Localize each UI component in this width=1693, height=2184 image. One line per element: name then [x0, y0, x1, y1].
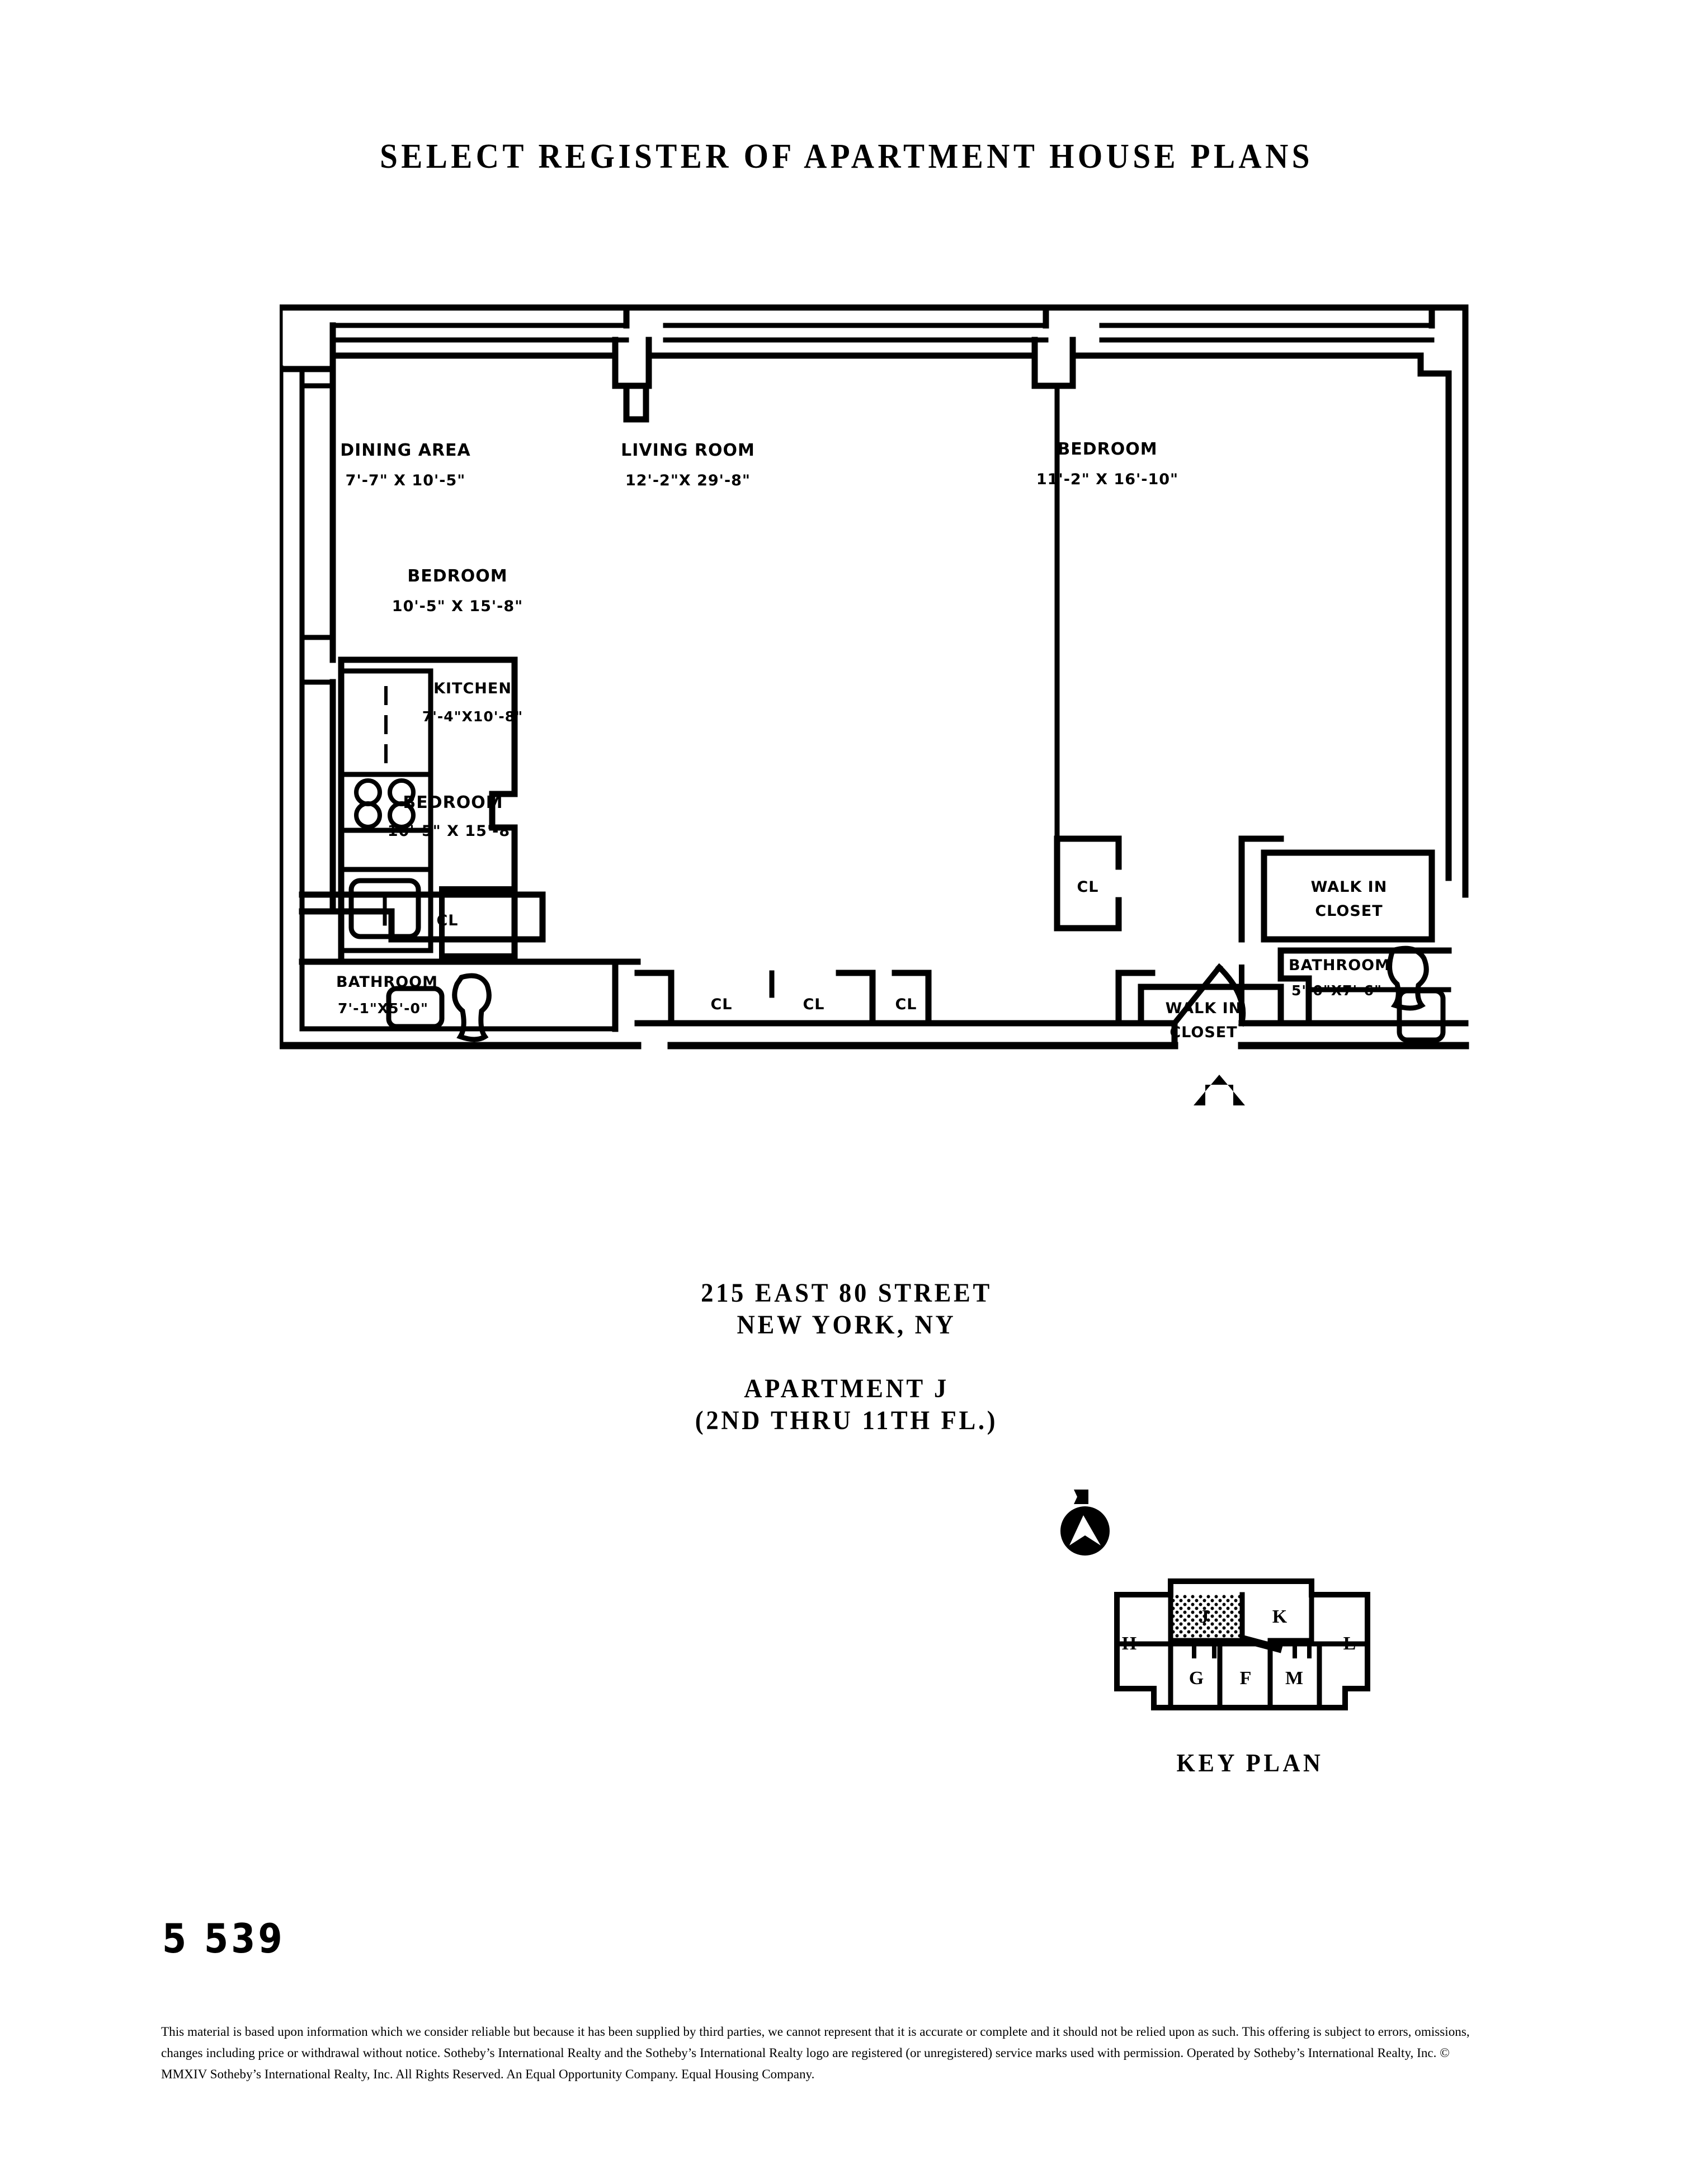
disclaimer-text: This material is based upon information …: [161, 2025, 1470, 2082]
key-plan-diagram: H J K L G F M: [1114, 1578, 1370, 1710]
closet-hall-left-box: [634, 970, 876, 1027]
floor-range: (2ND THRU 11TH FL.): [695, 1405, 998, 1435]
key-plan-caption: KEY PLAN: [1176, 1748, 1324, 1777]
key-plan-letter-h: H: [1122, 1633, 1136, 1654]
address-street: 215 EAST 80 STREET: [701, 1278, 992, 1308]
wall-east-inner: [1417, 352, 1452, 881]
north-arrow-icon: [1060, 1490, 1110, 1556]
key-plan: H J K L G F M KEY PLAN: [1093, 1571, 1407, 1806]
kitchen-appliance: [439, 886, 517, 959]
pier-living-bedroom: [1031, 337, 1076, 389]
wall-north-left-return: [280, 304, 336, 372]
key-plan-unit-j-highlight: [1171, 1595, 1242, 1641]
key-plan-letter-k: K: [1272, 1606, 1288, 1627]
pier-dining-living: [612, 337, 652, 389]
key-plan-outline: [1114, 1578, 1370, 1710]
entry-door-leaf: [1170, 963, 1224, 1028]
key-plan-letter-m: M: [1285, 1668, 1303, 1689]
key-plan-letter-l: L: [1343, 1633, 1356, 1654]
page-number: 5 539: [162, 1915, 285, 1962]
closet-hall-right-box: [869, 970, 932, 1027]
kitchen-sink: [348, 878, 421, 939]
toilet-fixture-right: [1387, 946, 1429, 1011]
burner-3: [354, 801, 382, 829]
burner-1: [354, 778, 382, 806]
key-plan-letter-j: J: [1200, 1606, 1209, 1627]
room-label-bedroom-left-name: BEDROOM: [403, 793, 503, 812]
north-flag: [1074, 1490, 1088, 1504]
toilet-fixture-left: [452, 973, 492, 1042]
key-plan-letter-f: F: [1240, 1668, 1252, 1689]
bathtub-fixture-left: [386, 986, 445, 1029]
north-pointer: [1069, 1515, 1101, 1545]
burner-4: [388, 801, 416, 829]
bathtub-fixture-right: [1397, 988, 1446, 1043]
room-label-bedroom-left-dims: 10'-5" X 15'-8": [388, 822, 518, 840]
key-plan-elevator-core: [1239, 1634, 1283, 1653]
address-city: NEW YORK, NY: [737, 1310, 956, 1340]
closet-cl-left-box: [388, 891, 546, 943]
closet-cl-bedroom-right-top: [1054, 835, 1122, 870]
floor-plan-drawing: BEDROOM 10'-5" X 15'-8": [280, 304, 1469, 1050]
page-title: SELECT REGISTER OF APARTMENT HOUSE PLANS: [380, 138, 1313, 176]
key-plan-letter-g: G: [1189, 1668, 1204, 1689]
address-spacer: [0, 1341, 1693, 1373]
pier-nub-dining: [623, 382, 649, 423]
address-block: 215 EAST 80 STREET NEW YORK, NY APARTMEN…: [0, 1278, 1693, 1437]
closet-cl-bedroom-right-bottom: [1054, 897, 1122, 932]
apartment-label: APARTMENT J: [744, 1374, 949, 1404]
